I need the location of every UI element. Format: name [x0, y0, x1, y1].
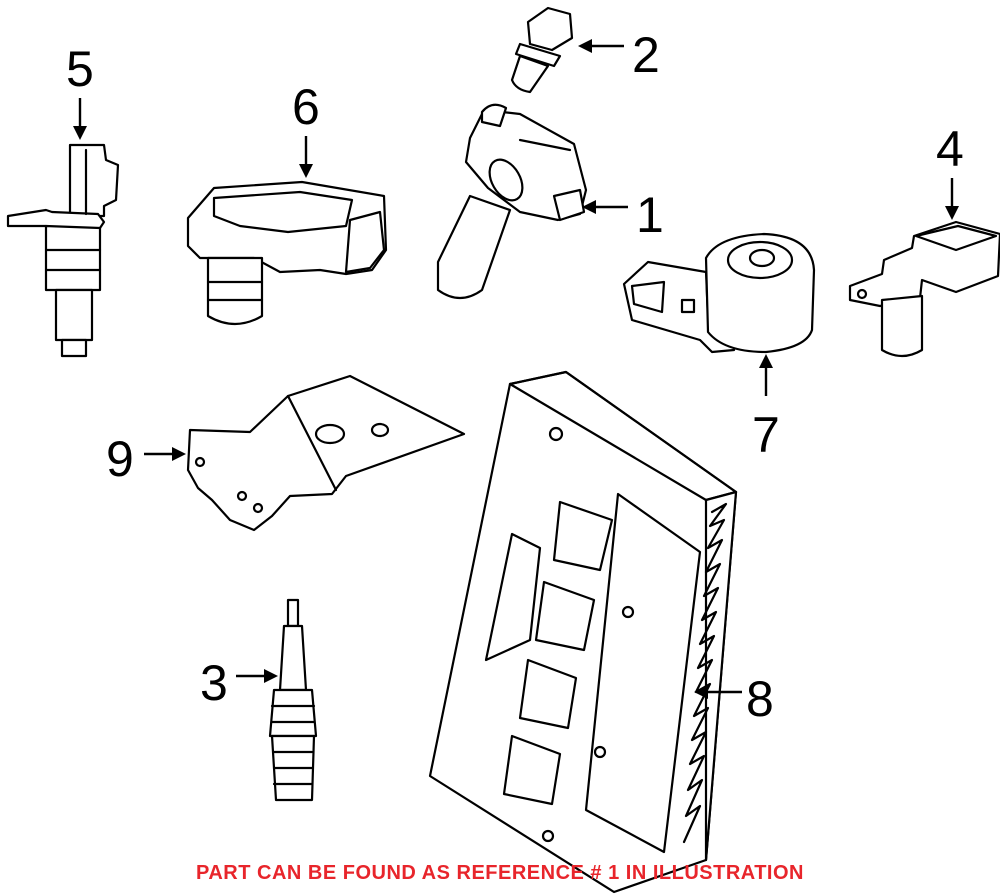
part-1-ignition-coil: [436, 103, 588, 300]
leader-9: [144, 447, 186, 461]
callout-7: 7: [752, 407, 780, 463]
leader-1: [582, 200, 628, 214]
leader-7: [759, 354, 773, 396]
leader-3: [236, 669, 278, 683]
callout-8: 8: [746, 671, 774, 727]
leader-4: [945, 178, 959, 220]
part-8-control-module: [428, 370, 738, 894]
part-6-map-sensor: [186, 180, 388, 326]
part-5-sensor: [6, 143, 120, 358]
leader-5: [73, 98, 87, 140]
callout-4: 4: [936, 121, 964, 177]
part-4-cam-sensor: [848, 220, 1000, 358]
callout-6: 6: [292, 79, 320, 135]
part-2-bolt: [510, 6, 574, 94]
part-7-knock-sensor: [622, 232, 816, 354]
callout-5: 5: [66, 41, 94, 97]
leader-6: [299, 136, 313, 178]
part-3-spark-plug: [268, 598, 318, 802]
part-9-bracket: [186, 374, 466, 532]
callout-3: 3: [200, 655, 228, 711]
leader-2: [578, 39, 624, 53]
callout-2: 2: [632, 27, 660, 83]
footer-note: PART CAN BE FOUND AS REFERENCE # 1 IN IL…: [196, 862, 804, 884]
leader-8: [694, 685, 742, 699]
callout-9: 9: [106, 431, 134, 487]
callout-1: 1: [636, 187, 664, 243]
